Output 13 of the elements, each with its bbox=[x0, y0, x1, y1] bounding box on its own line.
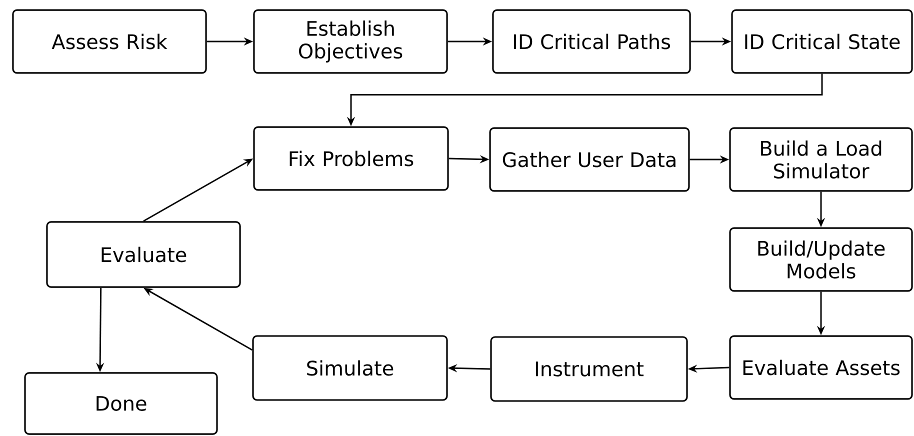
process-box: Simulate bbox=[252, 335, 448, 401]
process-box: Assess Risk bbox=[12, 9, 207, 74]
process-box: ID Critical Paths bbox=[492, 9, 691, 74]
process-box: Gather User Data bbox=[489, 127, 690, 192]
process-box: Evaluate Assets bbox=[729, 335, 913, 400]
process-box: Done bbox=[24, 372, 218, 435]
process-box: ID Critical State bbox=[731, 9, 913, 74]
process-box: Establish Objectives bbox=[253, 9, 448, 74]
process-box: Build a Load Simulator bbox=[729, 127, 913, 192]
process-box: Instrument bbox=[490, 336, 688, 402]
process-box: Build/Update Models bbox=[729, 227, 913, 292]
process-box: Fix Problems bbox=[253, 126, 449, 191]
process-box: Evaluate bbox=[46, 221, 241, 288]
